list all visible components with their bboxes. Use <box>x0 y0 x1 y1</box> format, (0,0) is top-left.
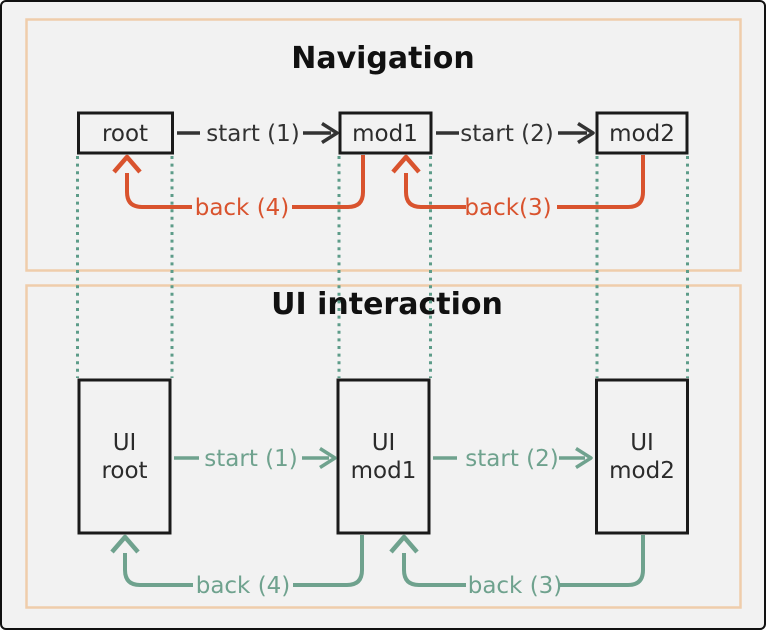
nav-node-mod1-label: mod1 <box>352 121 418 147</box>
nav-start1-arrowhead <box>321 122 339 144</box>
nav-start1-label: start (1) <box>206 121 299 147</box>
ui-back4-arrowhead <box>110 534 140 554</box>
nav-back3-path-left <box>404 173 466 209</box>
ui-node-mod1-line2: mod1 <box>351 458 417 484</box>
ui-start1-arrowhead <box>319 447 337 469</box>
ui-node-root-line2: root <box>101 458 147 484</box>
nav-back4-path-left <box>125 173 192 209</box>
ui-back3-arrowhead <box>389 534 419 554</box>
ui-node-mod1-line1: UI <box>372 430 396 456</box>
ui-back4-label: back (4) <box>196 573 291 599</box>
nav-node-mod2 <box>595 111 689 155</box>
nav-back4-path-right <box>292 155 365 209</box>
nav-back3-arrowhead <box>391 154 421 174</box>
nav-start2-label: start (2) <box>460 121 553 147</box>
navigation-panel <box>25 18 742 272</box>
ui-back4-path-left <box>123 553 193 587</box>
ui-interaction-panel <box>25 284 742 609</box>
ui-node-mod2-line1: UI <box>630 430 654 456</box>
ui-back3-path-left <box>402 553 466 587</box>
ui-node-mod1 <box>336 378 431 535</box>
ui-interaction-title: UI interaction <box>271 287 503 322</box>
ui-back4-path-right <box>293 535 364 587</box>
nav-back4-label: back (4) <box>195 195 290 221</box>
ui-start2-label: start (2) <box>465 446 558 472</box>
ui-node-root <box>77 378 172 535</box>
ui-node-root-line1: UI <box>113 430 137 456</box>
nav-node-mod2-label: mod2 <box>609 121 675 147</box>
ui-back3-path-right <box>558 535 645 587</box>
nav-node-root-label: root <box>102 121 148 147</box>
ui-start1-label: start (1) <box>204 446 297 472</box>
nav-back4-arrowhead <box>112 154 142 174</box>
ui-start2-arrowhead <box>575 447 593 469</box>
nav-start2-arrowhead <box>577 122 595 144</box>
ui-node-mod2 <box>595 378 689 535</box>
nav-back3-path-right <box>557 155 645 209</box>
ui-back3-label: back (3) <box>468 573 563 599</box>
ui-node-mod2-line2: mod2 <box>609 458 675 484</box>
nav-node-mod1 <box>338 111 433 155</box>
nav-node-root <box>77 111 174 155</box>
nav-back3-label: back(3) <box>464 195 551 221</box>
navigation-title: Navigation <box>291 41 475 76</box>
